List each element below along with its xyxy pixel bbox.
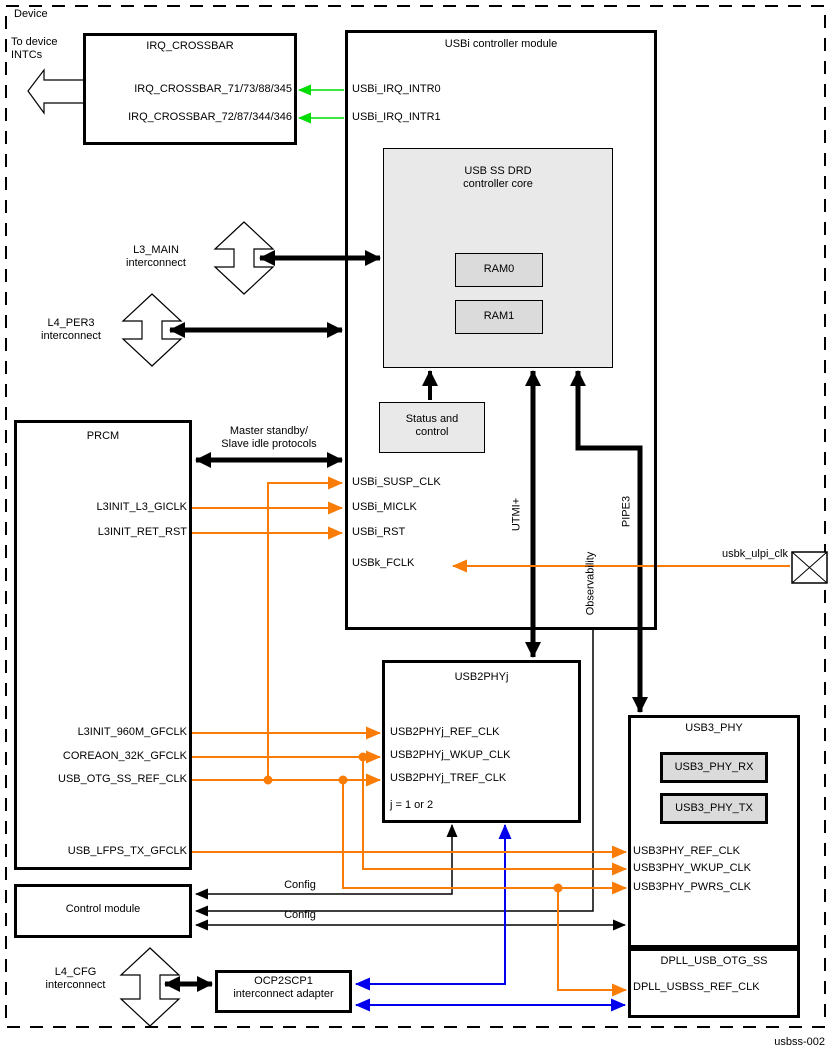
usb2phy-ref-clk-label: USB2PHYj_REF_CLK [390, 726, 500, 738]
control-module-title: Control module [65, 903, 141, 915]
to-device-intcs-arrow-icon [27, 68, 84, 115]
l3init-960m-gfclk-label: L3INIT_960M_GFCLK [77, 726, 187, 738]
bus-lines [164, 250, 648, 992]
observability-line [195, 630, 594, 917]
usb-otg-ss-ref-clk-label: USB_OTG_SS_REF_CLK [58, 773, 187, 785]
usbi-susp-clk-label: USBi_SUSP_CLK [352, 476, 441, 488]
irq-lines [298, 84, 344, 124]
irq-crossbar-out-bottom: IRQ_CROSSBAR_72/87/344/346 [128, 111, 292, 123]
l3init-ret-rst-label: L3INIT_RET_RST [97, 526, 187, 538]
usb3-phy-tx-label: USB3_PHY_TX [675, 802, 753, 814]
utmi-label: UTMI+ [510, 497, 523, 532]
coreaon-32k-gfclk-label: COREAON_32K_GFCLK [62, 750, 187, 762]
pipe3-bus [570, 370, 648, 713]
irq-crossbar-out-top: IRQ_CROSSBAR_71/73/88/345 [134, 83, 292, 95]
dpll-ref-clk-label: DPLL_USBSS_REF_CLK [633, 981, 760, 993]
usb3phy-pwrs-clk-label: USB3PHY_PWRS_CLK [633, 881, 751, 893]
irq-crossbar-title: IRQ_CROSSBAR [146, 40, 234, 52]
usb3phy-ref-clk-label: USB3PHY_REF_CLK [633, 845, 740, 857]
usbi-irq-intr1-label: USBi_IRQ_INTR1 [352, 111, 441, 123]
usb3-phy-rx-box [660, 752, 768, 783]
usbk-ulpi-clk-pad-icon [791, 551, 828, 584]
drawing-id: usbss-002 [774, 1036, 825, 1048]
dpll-usb-otg-ss-box [628, 948, 800, 1018]
l4-cfg-interconnect-icon [119, 947, 181, 1027]
ram0-box [455, 253, 543, 287]
usbk-ulpi-clk-label: usbk_ulpi_clk [721, 548, 788, 560]
l3-main-interconnect-label: L3_MAIN interconnect [126, 244, 186, 269]
ram1-box [455, 300, 543, 334]
usb3phy-title: USB3_PHY [685, 722, 743, 734]
usb3phy-wkup-clk-label: USB3PHY_WKUP_CLK [633, 862, 751, 874]
usb-lfps-tx-gfclk-label: USB_LFPS_TX_GFCLK [67, 845, 187, 857]
l4-cfg-interconnect-label: L4_CFG interconnect [45, 966, 106, 991]
l4-per3-interconnect-label: L4_PER3 interconnect [41, 317, 101, 342]
usb-ss-drd-core-title: USB SS DRD controller core [463, 165, 533, 190]
ocp2scp1-title: OCP2SCP1 interconnect adapter [233, 975, 334, 1000]
control-module-box [14, 884, 192, 938]
device-title: Device [14, 8, 48, 20]
l3init-l3-giclk-label: L3INIT_L3_GICLK [96, 501, 188, 513]
l4-per3-interconnect-icon [121, 293, 183, 367]
usb3phy-box [628, 715, 800, 948]
clock-lines [192, 476, 790, 997]
interconnect-symbols [27, 68, 275, 1027]
usb3-phy-rx-label: USB3_PHY_RX [674, 761, 754, 773]
pipe3-label: PIPE3 [620, 495, 633, 528]
usb2phy-note: j = 1 or 2 [390, 799, 434, 811]
l3-main-interconnect-icon [213, 221, 275, 295]
ocp2scp-lines [355, 824, 626, 1012]
usb2phy-box [382, 660, 581, 823]
usbi-susp-clk-line [267, 476, 343, 778]
usb2phy-title: USB2PHYj [454, 671, 509, 683]
dpll-ref-line [557, 888, 627, 997]
config-label-top: Config [284, 879, 316, 891]
to-device-intcs-label: To device INTCs [11, 36, 58, 61]
status-control-label: Status and control [405, 413, 459, 438]
observability-label: Observability [584, 551, 597, 616]
prcm-box [14, 420, 192, 870]
junction-dots [263, 752, 563, 893]
usb2phy-tref-clk-label: USB2PHYj_TREF_CLK [390, 772, 507, 784]
usbi-miclk-label: USBi_MICLK [352, 501, 417, 513]
usbk-fclk-label: USBk_FCLK [352, 557, 415, 569]
prcm-title: PRCM [86, 430, 120, 442]
usb3phy-wkup-line [362, 757, 627, 876]
usbi-module-title: USBi controller module [444, 38, 558, 50]
ram1-label: RAM1 [483, 310, 515, 322]
ram0-label: RAM0 [483, 263, 515, 275]
usbi-irq-intr0-label: USBi_IRQ_INTR0 [352, 83, 441, 95]
config-label-bottom: Config [284, 909, 316, 921]
ocp2scp1-box [215, 970, 352, 1013]
status-control-box [379, 402, 485, 453]
dpll-title: DPLL_USB_OTG_SS [660, 955, 768, 967]
usbi-controller-module-box [345, 30, 657, 630]
usb3phy-pwrs-line [342, 780, 627, 895]
master-standby-label: Master standby/ Slave idle protocols [221, 425, 317, 450]
usb3-phy-tx-box [660, 793, 768, 824]
irq-crossbar-box [83, 33, 297, 145]
usb2phy-wkup-clk-label: USB2PHYj_WKUP_CLK [390, 749, 511, 761]
usbi-rst-label: USBi_RST [352, 526, 406, 538]
